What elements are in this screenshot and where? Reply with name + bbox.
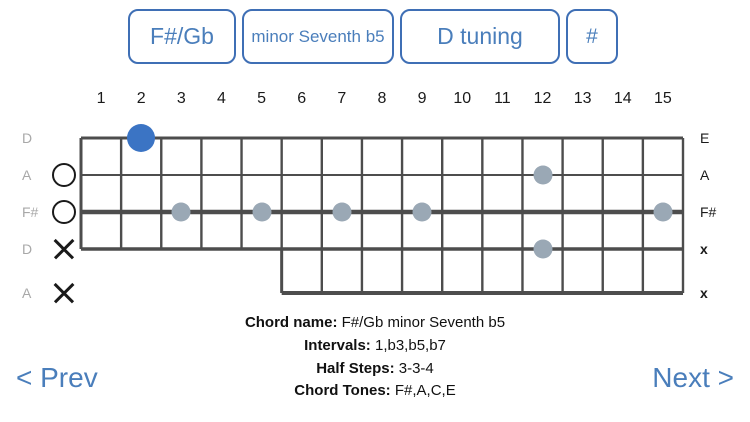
fret-number-11: 11 <box>494 90 511 107</box>
half-steps-value: 3-3-4 <box>398 359 434 377</box>
prev-link[interactable]: < Prev <box>16 362 98 393</box>
chord-tone-dot-2[interactable] <box>252 202 272 222</box>
string-label-left-1: A <box>22 167 32 183</box>
fret-number-9: 9 <box>417 90 427 107</box>
half-steps-row: Half Steps: 3-3-4 <box>0 358 750 381</box>
chord-type-button[interactable]: minor Seventh b5 <box>242 9 394 64</box>
fretboard-grid <box>79 136 685 295</box>
fret-number-14: 14 <box>613 90 632 107</box>
chord-info-block: Chord name: F#/Gb minor Seventh b5 Inter… <box>0 312 750 403</box>
string-label-right-1: A <box>700 167 710 183</box>
intervals-label: Intervals: <box>304 336 371 354</box>
chord-name-label: Chord name: <box>244 314 338 331</box>
chord-tone-dot-1[interactable] <box>171 202 191 222</box>
string-label-left-0: D <box>22 130 33 146</box>
fret-number-15: 15 <box>654 90 672 107</box>
open-string-icon-2 <box>52 200 76 224</box>
root-note-button[interactable]: F#/Gb <box>128 9 236 64</box>
string-label-right-4: x <box>700 285 708 301</box>
root-note-dot-0[interactable] <box>127 124 156 152</box>
muted-string-icon-3 <box>52 237 76 261</box>
chord-tone-dot-3[interactable] <box>332 202 352 222</box>
chord-name-value: F#/Gb minor Seventh b5 <box>341 314 506 331</box>
string-label-left-4: A <box>22 285 32 301</box>
fret-number-3: 3 <box>176 90 186 107</box>
string-label-left-2: F# <box>22 204 39 220</box>
fret-number-8: 8 <box>377 90 387 107</box>
chord-tone-dot-5[interactable] <box>533 165 553 185</box>
string-label-right-3: x <box>700 241 708 257</box>
chord-name-row: Chord name: F#/Gb minor Seventh b5 <box>0 312 750 335</box>
fret-number-10: 10 <box>453 90 472 107</box>
tuning-button[interactable]: D tuning <box>400 9 560 64</box>
string-label-left-3: D <box>22 241 33 257</box>
fret-number-12: 12 <box>533 90 552 107</box>
fret-number-6: 6 <box>297 90 307 107</box>
chord-tone-dot-6[interactable] <box>533 239 553 259</box>
fret-number-1: 1 <box>96 90 106 107</box>
chord-selector-bar: F#/Gb minor Seventh b5 D tuning # <box>128 9 618 64</box>
intervals-value: 1,b3,b5,b7 <box>374 336 446 354</box>
fret-number-13: 13 <box>573 90 592 107</box>
chord-tone-dot-4[interactable] <box>412 202 432 222</box>
fret-number-5: 5 <box>257 90 267 107</box>
muted-string-icon-4 <box>52 281 76 305</box>
chord-tones-row: Chord Tones: F#,A,C,E <box>0 380 750 403</box>
string-label-right-2: F# <box>700 204 717 220</box>
intervals-row: Intervals: 1,b3,b5,b7 <box>0 335 750 358</box>
chord-tones-value: F#,A,C,E <box>394 382 456 400</box>
fret-number-4: 4 <box>217 90 226 107</box>
string-label-right-0: E <box>700 130 710 146</box>
open-string-icon-1 <box>52 163 76 187</box>
fret-number-7: 7 <box>337 90 347 107</box>
half-steps-label: Half Steps: <box>316 359 395 377</box>
fret-number-2: 2 <box>136 90 146 107</box>
next-link[interactable]: Next > <box>652 362 734 393</box>
accidental-button[interactable]: # <box>566 9 618 64</box>
chord-tone-dot-7[interactable] <box>653 202 673 222</box>
chord-tones-label: Chord Tones: <box>294 382 391 400</box>
